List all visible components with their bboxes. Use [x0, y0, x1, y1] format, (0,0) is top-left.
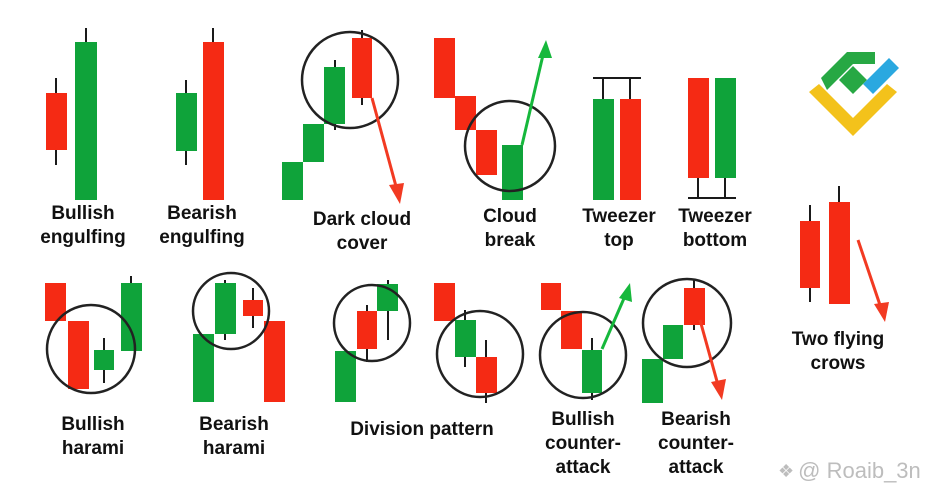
bear-candle	[352, 38, 372, 98]
bull-candle	[303, 124, 324, 162]
highlight-circle	[435, 309, 525, 399]
arrow-down-head	[389, 183, 404, 204]
arrow-up-head	[619, 283, 632, 302]
label-two-flying-crows: Two flying crows	[791, 329, 885, 374]
bull-candle	[593, 99, 614, 200]
bear-candle	[620, 99, 641, 200]
bull-candle	[94, 350, 114, 370]
bear-candle	[434, 38, 455, 98]
bear-candle	[561, 311, 582, 349]
arrow-up-line	[600, 295, 627, 350]
label-bearish-engulfing: Bearish engulfing	[159, 203, 245, 248]
arrow-down-line	[698, 319, 720, 386]
label-bullish-harami: Bullish harami	[61, 414, 125, 459]
bull-candle	[75, 42, 97, 200]
watermark-text: @ Roaib_3n	[798, 458, 921, 483]
arrow-down-line	[370, 97, 399, 191]
arrow-down-head	[874, 302, 889, 322]
arrow-down-head	[711, 379, 726, 400]
pattern-division-rising	[332, 280, 412, 402]
pattern-bullish-counter-attack	[538, 283, 632, 400]
label-tweezer-top: Tweezer top	[582, 206, 656, 251]
pattern-tweezer-bottom	[688, 78, 736, 199]
bull-candle	[282, 162, 303, 200]
bear-candle	[46, 93, 67, 150]
highlight-circle	[538, 310, 628, 400]
highlight-circle	[463, 99, 557, 193]
bear-candle	[357, 311, 377, 349]
butterfly-icon: ❖	[778, 461, 795, 481]
bear-candle	[476, 357, 497, 393]
litefinance-logo-icon	[809, 52, 899, 136]
bull-candle	[455, 320, 476, 357]
arrow-up-head	[538, 40, 552, 58]
label-tweezer-bottom: Tweezer bottom	[678, 206, 752, 251]
label-bullish-counter-attack: Bullish counter- attack	[545, 409, 621, 478]
logo-blue-stroke	[863, 58, 899, 94]
bear-candle	[45, 283, 66, 321]
bull-candle	[121, 283, 142, 351]
bear-candle	[434, 283, 455, 321]
bear-candle	[203, 42, 224, 200]
pattern-bullish-engulfing	[46, 28, 97, 200]
bear-candle	[541, 283, 561, 310]
pattern-tweezer-top	[593, 77, 641, 200]
label-division-pattern: Division pattern	[350, 419, 494, 440]
watermark: ❖@ Roaib_3n	[778, 456, 943, 486]
pattern-division-falling	[434, 283, 525, 403]
logo-green-stroke	[821, 52, 875, 90]
label-bullish-engulfing: Bullish engulfing	[40, 203, 126, 248]
label-cloud-break: Cloud break	[483, 206, 537, 251]
arrow-up-line	[520, 54, 545, 146]
label-bearish-harami: Bearish harami	[199, 414, 269, 459]
logo-yellow-stroke	[809, 84, 897, 136]
bull-candle	[193, 334, 214, 402]
bull-candle	[335, 351, 356, 402]
label-bearish-counter-attack: Bearish counter- attack	[658, 409, 734, 478]
logo-green-mid	[839, 66, 867, 94]
bear-candle	[476, 130, 497, 175]
bear-candle	[68, 321, 89, 389]
bear-candle	[829, 202, 850, 304]
highlight-circle	[641, 277, 733, 369]
pattern-two-flying-crows	[800, 186, 889, 322]
highlight-circle	[300, 30, 400, 130]
bear-candle	[243, 300, 263, 316]
highlight-circle	[191, 271, 271, 351]
pattern-dark-cloud-cover	[282, 30, 404, 204]
bull-candle	[582, 350, 602, 393]
pattern-bearish-counter-attack	[641, 277, 733, 403]
bear-candle	[800, 221, 820, 288]
bear-candle	[455, 96, 476, 130]
pattern-bullish-harami	[45, 276, 142, 395]
bull-candle	[642, 359, 663, 403]
bull-candle	[215, 283, 236, 334]
bull-candle	[663, 325, 683, 359]
bear-candle	[264, 321, 285, 402]
pattern-cloud-break	[434, 38, 557, 200]
bull-candle	[502, 145, 523, 200]
label-dark-cloud-cover: Dark cloud cover	[312, 209, 412, 254]
bear-candle	[684, 288, 705, 325]
bull-candle	[715, 78, 736, 178]
pattern-bearish-engulfing	[176, 28, 224, 200]
arrow-down-line	[856, 239, 883, 309]
bear-candle	[688, 78, 709, 178]
highlight-circle	[45, 303, 137, 395]
bull-candle	[176, 93, 197, 151]
bull-candle	[324, 67, 345, 124]
highlight-circle	[332, 283, 412, 363]
pattern-bearish-harami	[191, 271, 285, 402]
